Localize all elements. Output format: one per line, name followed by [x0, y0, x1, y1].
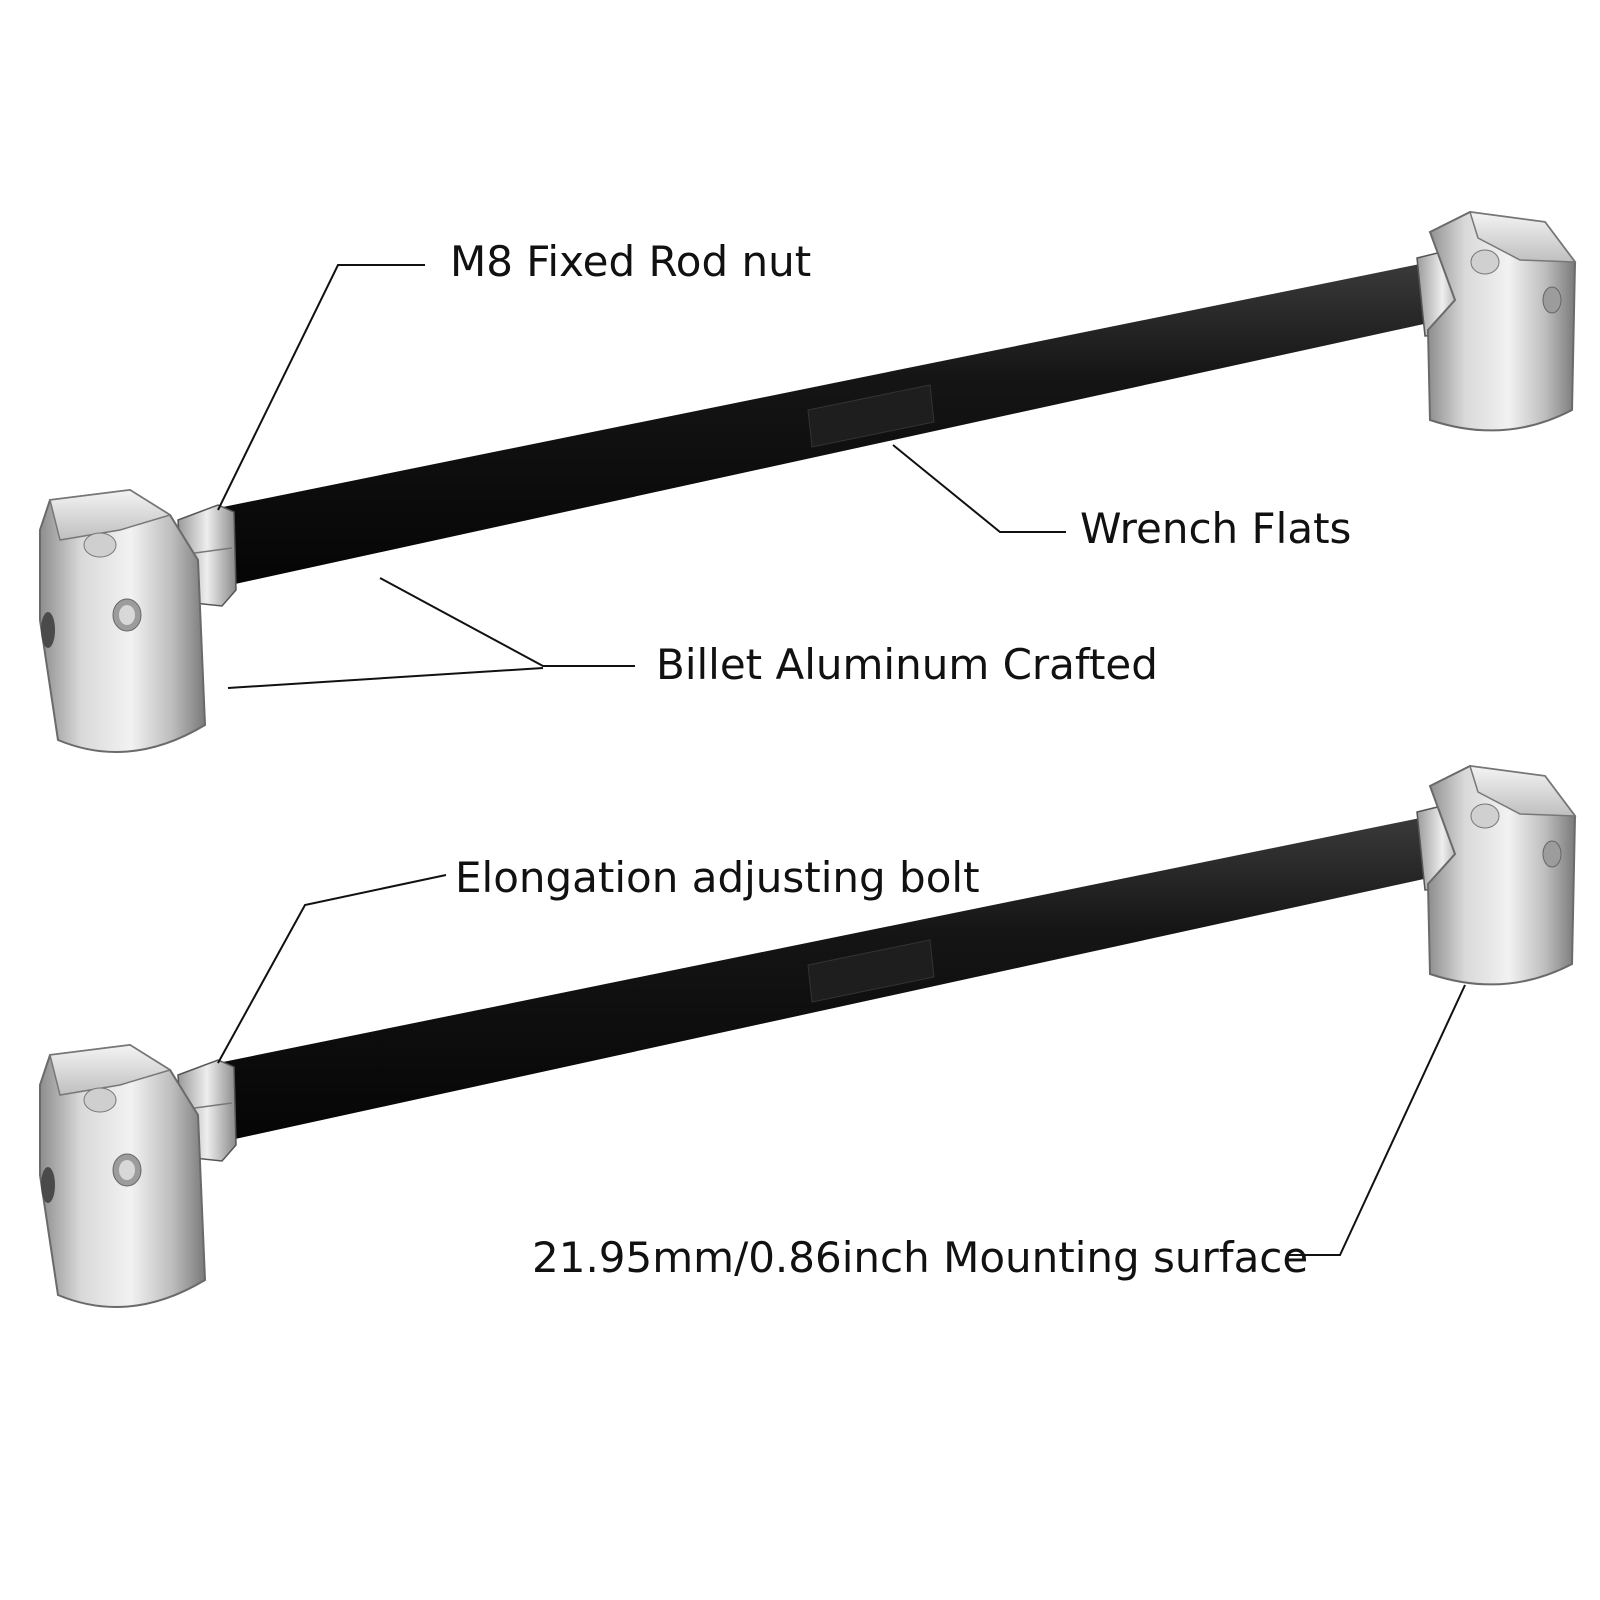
lower-wrench-flat	[807, 939, 935, 1003]
leader-billet-end	[227, 667, 544, 689]
leader-mounting	[1287, 984, 1466, 1256]
callout-wrench-flats: Wrench Flats	[1080, 504, 1352, 553]
leader-elongation	[217, 874, 447, 1064]
upper-rod-assembly	[39, 210, 1577, 753]
leader-billet-rod	[379, 577, 635, 667]
lower-right-rod-end	[1426, 764, 1577, 986]
leader-lines	[217, 264, 1466, 1256]
callout-billet-aluminum: Billet Aluminum Crafted	[656, 640, 1158, 689]
lower-rod-assembly	[39, 764, 1577, 1308]
leader-m8-nut	[217, 264, 425, 511]
callout-mounting-surface: 21.95mm/0.86inch Mounting surface	[532, 1233, 1309, 1282]
upper-left-rod-end	[39, 488, 207, 753]
upper-right-rod-end	[1426, 210, 1577, 432]
upper-wrench-flat	[807, 384, 935, 448]
callout-elongation-bolt: Elongation adjusting bolt	[455, 853, 980, 902]
callout-m8-fixed-rod-nut: M8 Fixed Rod nut	[450, 237, 812, 286]
leader-wrench-flats	[892, 444, 1066, 533]
lower-left-rod-end	[39, 1043, 207, 1308]
